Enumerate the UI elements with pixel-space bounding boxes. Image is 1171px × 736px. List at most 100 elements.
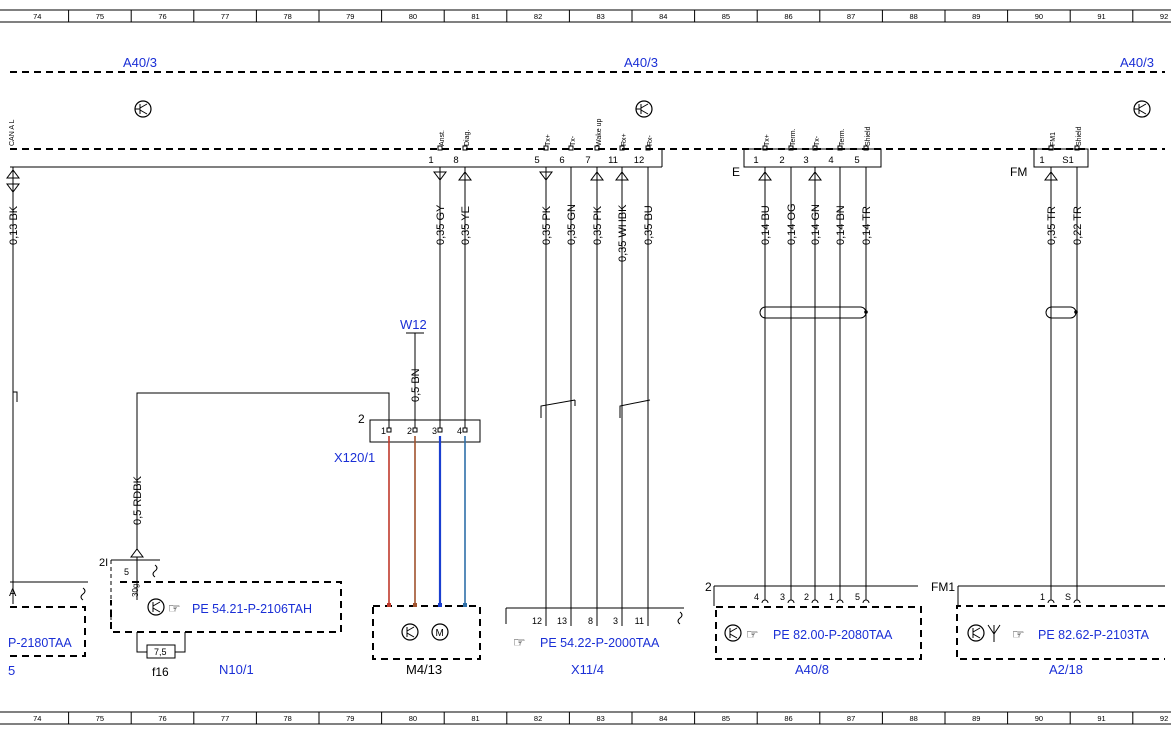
a40-8-pin-number: 3 — [780, 592, 785, 602]
pin-8: Diag.80,35 YE — [453, 130, 472, 428]
pointing-hand-icon: ☞ — [1012, 626, 1025, 642]
a2-18-pin-number: 1 — [1040, 592, 1045, 602]
pin-number: 2 — [779, 155, 784, 166]
pin-number: 5 — [534, 155, 539, 166]
pin-1: Tx+ 1 0,14 BU — [753, 134, 772, 600]
bus-label-3: A40/3 — [1120, 55, 1154, 70]
n10-1-ref[interactable]: PE 54.21-P-2106TAH — [192, 602, 312, 616]
a2-18-box: 1 S ☞ PE 82.62-P-2103TA — [956, 592, 1165, 660]
ruler-number: 92 — [1160, 12, 1168, 21]
pin-11: Rx+110,35 WHBK — [608, 133, 629, 604]
connector-strip-fm — [1033, 148, 1089, 168]
pin-3: Tx-30,14 GN — [803, 135, 822, 600]
ruler-number: 79 — [346, 714, 354, 723]
control-unit-icon — [967, 624, 985, 642]
n10-1-label: N10/1 — [219, 662, 254, 677]
control-unit-icon — [401, 623, 419, 641]
x120-pin-number: 4 — [457, 426, 462, 436]
pin-number: 6 — [559, 155, 564, 166]
ruler-number: 91 — [1097, 12, 1105, 21]
ruler-number: 92 — [1160, 714, 1168, 723]
ruler-number: 78 — [284, 714, 292, 723]
x11-pin-number: 11 — [635, 616, 644, 626]
fuse-value: 7,5 — [154, 647, 167, 657]
wire-label: 0,14 BN — [835, 205, 847, 245]
ruler-number: 77 — [221, 12, 229, 21]
x120-1-label: X120/1 — [334, 450, 375, 465]
control-unit-icon — [134, 100, 152, 118]
ruler-number: 85 — [722, 714, 730, 723]
a40-8-ref[interactable]: PE 82.00-P-2080TAA — [773, 628, 893, 642]
control-unit-icon — [635, 100, 653, 118]
pin-name: Anst. — [439, 130, 446, 146]
ruler-number: 87 — [847, 12, 855, 21]
a2-18-label: A2/18 — [1049, 662, 1083, 677]
wire-label: 0,35 YE — [460, 206, 472, 245]
ruler-number: 90 — [1035, 714, 1043, 723]
ruler-number: 80 — [409, 12, 417, 21]
pin-number: 3 — [803, 155, 808, 166]
n10-1-connector-label: 2I — [99, 557, 108, 569]
pin-name: Rx+ — [621, 133, 628, 146]
pin-name: Shield — [1076, 126, 1083, 146]
wire-label: 0,14 BU — [760, 205, 772, 245]
pin-name: Tx+ — [764, 134, 771, 146]
pin-name: Term. — [839, 128, 846, 146]
ruler-number: 87 — [847, 714, 855, 723]
pin-5: Tx+50,35 PK — [534, 134, 553, 604]
a2-18-ref[interactable]: PE 82.62-P-2103TA — [1038, 628, 1150, 642]
pointing-hand-icon: ☞ — [513, 634, 526, 650]
ruler-number: 89 — [972, 714, 980, 723]
ruler-number: 82 — [534, 714, 542, 723]
ruler-number: 75 — [96, 12, 104, 21]
w12-label: W12 — [400, 317, 427, 332]
motor-icon — [431, 623, 449, 641]
x11-4-ref[interactable]: PE 54.22-P-2000TAA — [540, 636, 660, 650]
ruler-number: 89 — [972, 12, 980, 21]
n10-1-pin: 5 — [124, 567, 129, 577]
pin-number: 1 — [753, 155, 758, 166]
a40-8-connector: 2 — [705, 580, 712, 594]
ruler-number: 90 — [1035, 12, 1043, 21]
wire-label: 0,35 TR — [1046, 206, 1058, 245]
n10-1-wire-label: 0,5 RDBK — [132, 475, 144, 525]
x11-pin-number: 12 — [532, 616, 542, 626]
pin-1: Anst. 1 0,35 GY — [428, 130, 447, 428]
pin-number: 1 — [428, 155, 433, 166]
wire-label: 0,35 GY — [435, 204, 447, 245]
ruler-number: 79 — [346, 12, 354, 21]
x120-pin-number: 3 — [432, 426, 437, 436]
left-pin-label: CAN A L — [9, 119, 16, 146]
wire-label: 0,22 TR — [1072, 206, 1084, 245]
w12-wire-label: 0,5 BN — [410, 368, 422, 402]
pin-name: Tx+ — [545, 134, 552, 146]
connector-strip-e — [743, 148, 882, 168]
a2-18-pin-number: S — [1065, 592, 1071, 602]
x120-pin-number: 2 — [407, 426, 412, 436]
n10-1-terminal: 30g — [131, 584, 140, 597]
pin-6: Tx-60,35 GN — [559, 135, 578, 604]
antenna-icon — [987, 624, 1001, 642]
ruler-number: 76 — [158, 714, 166, 723]
ruler-number: 75 — [96, 714, 104, 723]
pin-12: Rx-120,35 BU — [634, 134, 655, 604]
pin-number: 1 — [1039, 155, 1044, 166]
pin-number: 11 — [608, 155, 618, 166]
ruler-number: 88 — [910, 12, 918, 21]
ruler-number: 86 — [784, 714, 792, 723]
ruler-number: 81 — [471, 12, 479, 21]
a40-8-pin-number: 2 — [804, 592, 809, 602]
left-box-ref[interactable]: P-2180TAA — [8, 636, 72, 650]
wire-label: 0,14 OG — [786, 203, 798, 245]
a40-8-pin-number: 4 — [754, 592, 759, 602]
x120-pin-number: 1 — [381, 426, 386, 436]
wire-label: 0,14 GN — [810, 204, 822, 245]
wire-label: 0,14 TR — [861, 206, 873, 245]
left-box-ref-suffix: 5 — [8, 663, 15, 678]
